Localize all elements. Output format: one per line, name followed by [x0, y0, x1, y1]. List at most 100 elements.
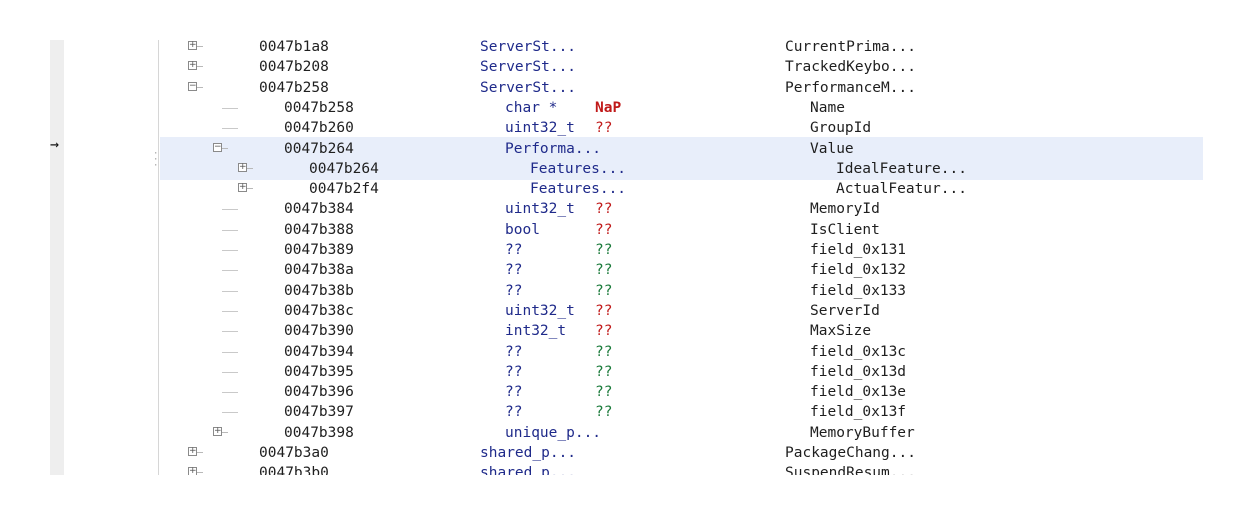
tree-connector: [222, 351, 238, 353]
tree-row[interactable]: 0047b394????field_0x13c: [0, 342, 1245, 362]
row-field-name: Value: [810, 140, 854, 157]
row-field-name: PackageChang...: [785, 445, 916, 461]
row-type: ??: [505, 363, 523, 380]
row-type: ??: [505, 343, 523, 360]
row-type: int32_t: [505, 323, 567, 340]
row-address: 0047b398: [284, 424, 354, 441]
tree-connector: [197, 472, 203, 474]
row-address: 0047b258: [284, 99, 354, 116]
row-type: unique_p...: [505, 424, 602, 441]
tree-row[interactable]: 0047b38a????field_0x132: [0, 260, 1245, 280]
row-field-name: ServerId: [810, 302, 880, 319]
tree-connector: [197, 86, 203, 88]
tree-connector: [222, 431, 228, 433]
tree-row[interactable]: +0047b264 Features... IdealFeature...: [0, 159, 1245, 179]
row-value: ??: [595, 404, 613, 421]
row-address: 0047b388: [284, 221, 354, 238]
row-field-name: field_0x13e: [810, 384, 907, 401]
row-value: NaP: [595, 99, 622, 116]
tree-connector: [247, 167, 253, 169]
row-type: shared_p...: [480, 445, 577, 461]
tree-connector: [222, 290, 238, 292]
tree-row[interactable]: 0047b396????field_0x13e: [0, 382, 1245, 402]
expand-toggle-icon[interactable]: +: [238, 161, 247, 172]
tree-connector: [222, 331, 238, 333]
row-address: 0047b38a: [284, 262, 354, 279]
collapse-toggle-icon[interactable]: −: [188, 80, 197, 91]
row-field-name: field_0x133: [810, 282, 907, 299]
row-type: ??: [505, 262, 523, 279]
collapse-toggle-icon[interactable]: −: [213, 141, 222, 152]
row-address: 0047b38c: [284, 302, 354, 319]
expand-toggle-icon[interactable]: +: [188, 60, 197, 71]
tree-connector: [197, 66, 203, 68]
expand-toggle-icon[interactable]: +: [188, 446, 197, 456]
row-type: ??: [505, 384, 523, 401]
row-value: ??: [595, 221, 613, 238]
row-value: ??: [595, 242, 613, 258]
row-value: ??: [595, 120, 613, 137]
tree-connector: [222, 392, 238, 394]
row-address: 0047b394: [284, 343, 354, 360]
row-address: 0047b396: [284, 384, 354, 401]
tree-row[interactable]: +0047b398 unique_p... MemoryBuffer: [0, 423, 1245, 443]
row-type: ServerSt...: [480, 39, 577, 55]
row-type: char *: [505, 99, 558, 116]
editor-gutter: [50, 40, 64, 475]
row-type: ??: [505, 242, 523, 258]
tree-row[interactable]: 0047b260 uint32_t?? GroupId: [0, 118, 1245, 138]
row-address: 0047b208: [259, 59, 329, 76]
tree-row[interactable]: 0047b38b????field_0x133: [0, 281, 1245, 301]
row-address: 0047b3b0: [259, 465, 329, 475]
row-field-name: IdealFeature...: [836, 160, 967, 177]
tree-connector: [222, 371, 238, 373]
row-address: 0047b264: [309, 160, 379, 177]
tree-row[interactable]: 0047b395????field_0x13d: [0, 362, 1245, 382]
row-value: ??: [595, 201, 613, 218]
row-type: ??: [505, 404, 523, 421]
row-type: Performa...: [505, 140, 602, 157]
row-field-name: field_0x132: [810, 262, 907, 279]
row-value: ??: [595, 282, 613, 299]
row-value: ??: [595, 323, 613, 340]
tree-connector: [222, 310, 238, 312]
row-field-name: field_0x13d: [810, 363, 907, 380]
row-field-name: MemoryBuffer: [810, 424, 915, 441]
expand-toggle-icon[interactable]: +: [213, 425, 222, 436]
row-address: 0047b260: [284, 120, 354, 137]
tree-connector: [222, 209, 238, 211]
row-address: 0047b389: [284, 242, 354, 258]
tree-connector: [222, 147, 228, 149]
tree-connector: [222, 412, 238, 414]
tree-row[interactable]: 0047b397????field_0x13f: [0, 402, 1245, 422]
expand-toggle-icon[interactable]: +: [238, 182, 247, 193]
row-address: 0047b258: [259, 79, 329, 96]
row-field-name: MemoryId: [810, 201, 880, 218]
row-value: ??: [595, 343, 613, 360]
row-type: Features...: [530, 160, 627, 177]
row-type: bool: [505, 221, 540, 238]
tree-column-divider: [158, 40, 159, 475]
tree-row[interactable]: 0047b389????field_0x131: [0, 240, 1245, 260]
resize-grip-icon: ···: [153, 149, 159, 171]
expand-toggle-icon[interactable]: +: [188, 40, 197, 50]
row-field-name: SuspendResum...: [785, 465, 916, 475]
row-field-name: GroupId: [810, 120, 872, 137]
row-field-name: field_0x13f: [810, 404, 907, 421]
expand-toggle-icon[interactable]: +: [188, 466, 197, 475]
row-type: ServerSt...: [480, 59, 577, 76]
row-type: uint32_t: [505, 120, 575, 137]
